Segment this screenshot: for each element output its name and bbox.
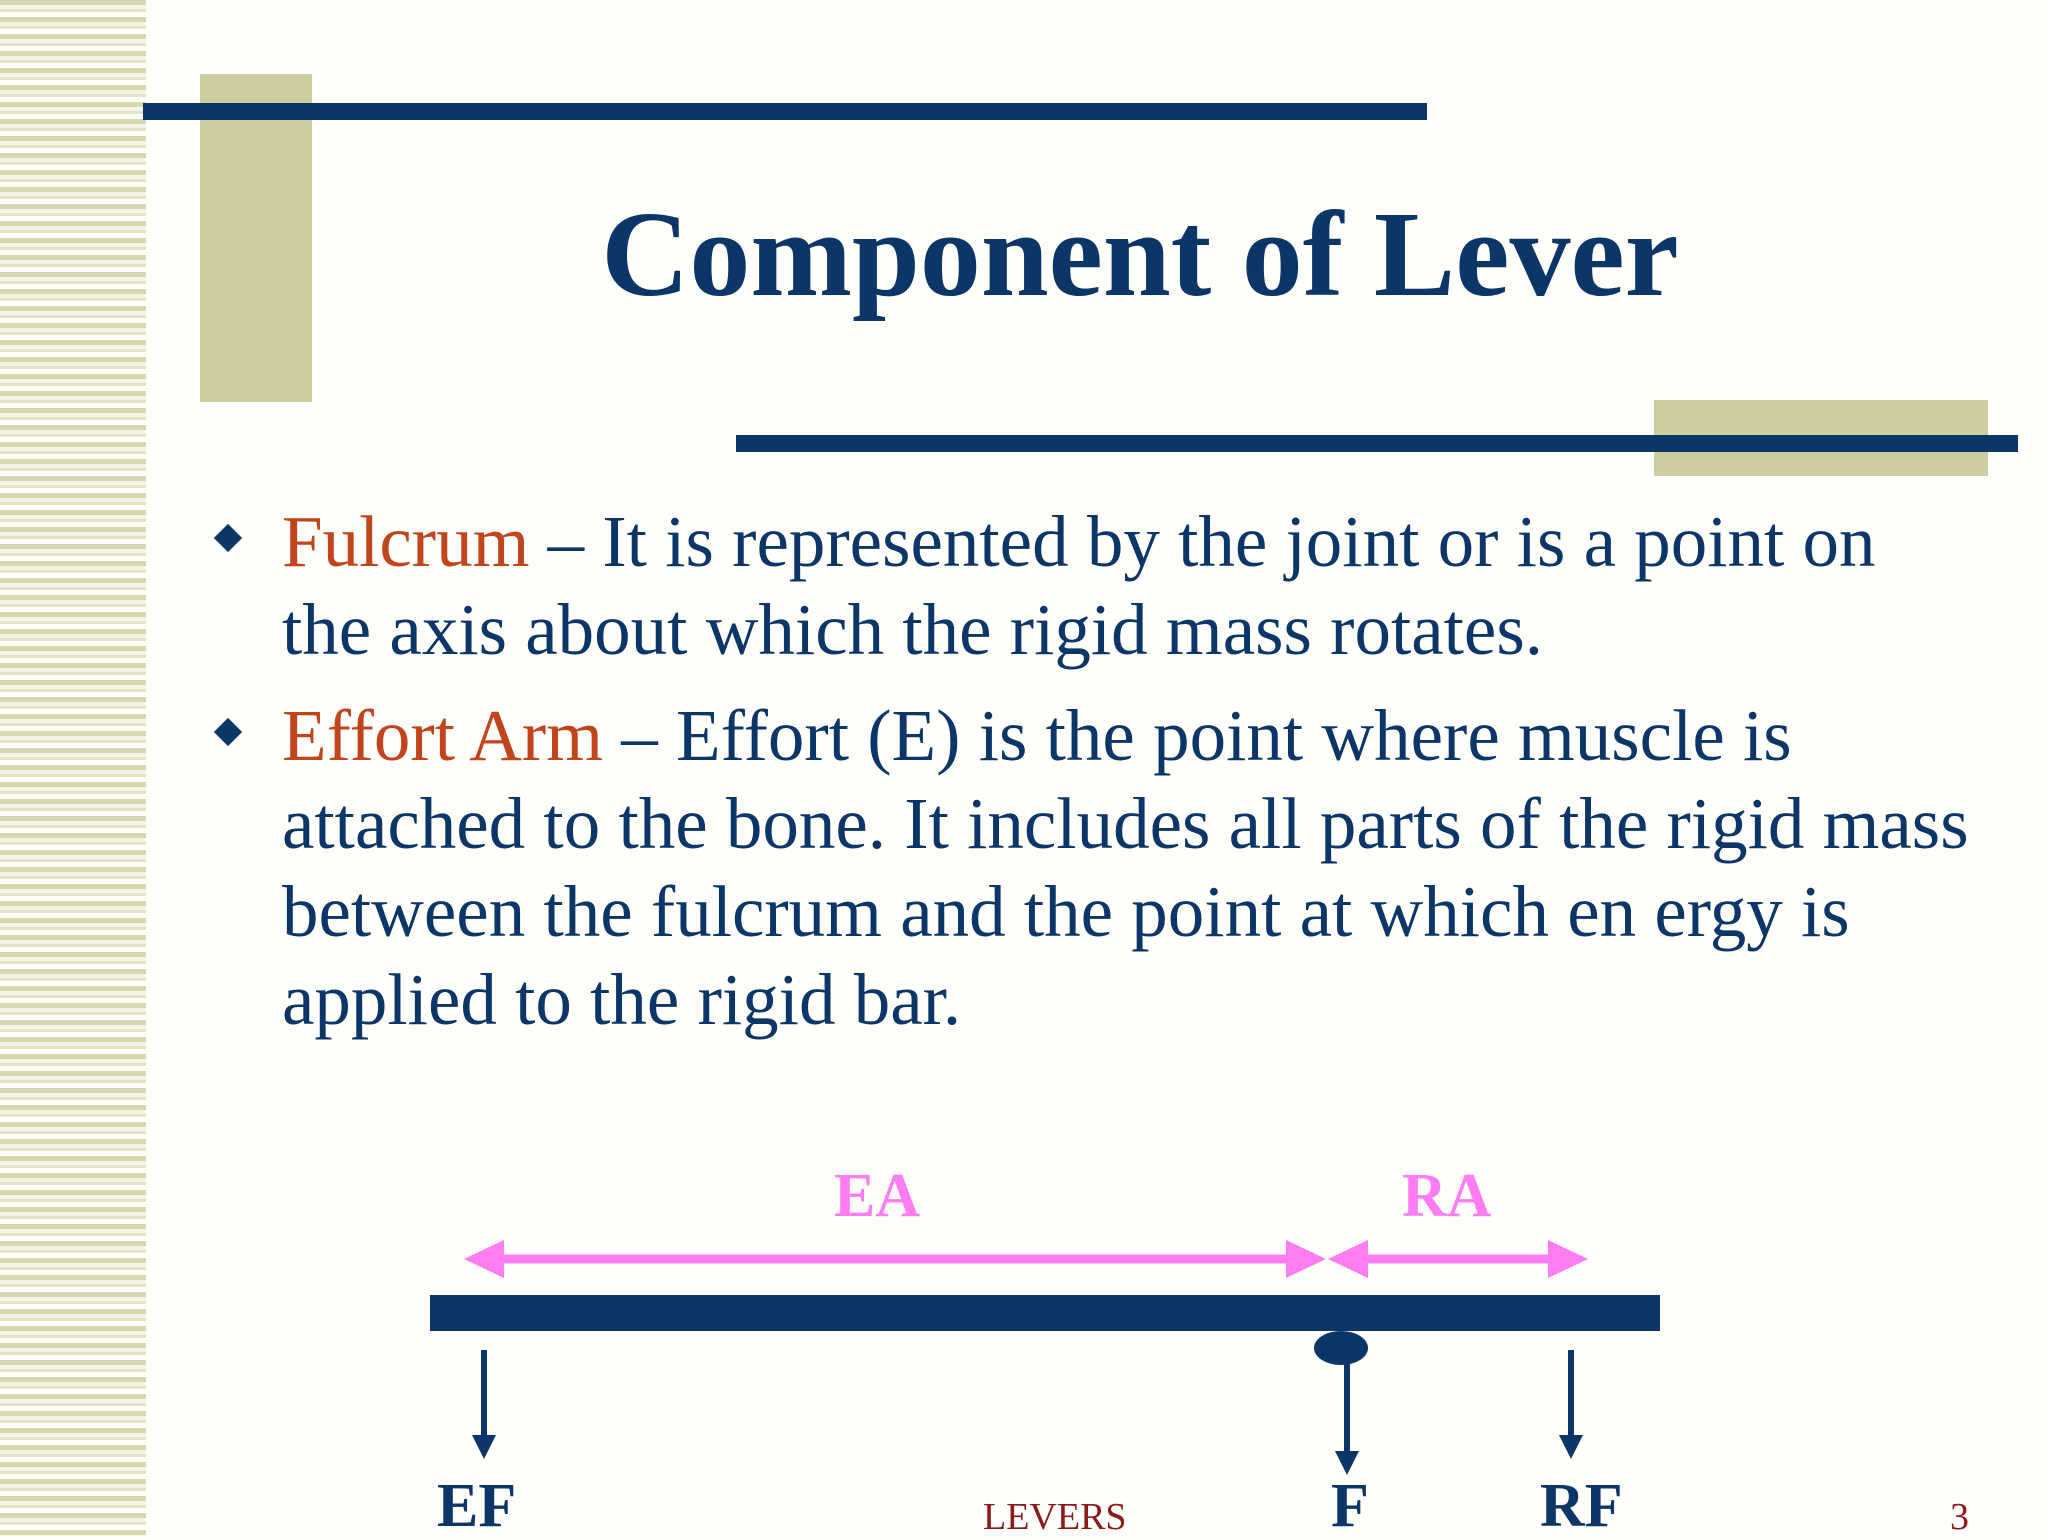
bullet-list: Fulcrum – It is represented by the joint… (200, 498, 1980, 1062)
effort-arm-label: EA (834, 1162, 921, 1230)
resistance-arm-double-arrow (1328, 1240, 1588, 1278)
navy-rule-top (143, 103, 1427, 120)
effort-arm-double-arrow (464, 1240, 1326, 1278)
bullet-text: – It is represented by the joint or is a… (282, 501, 1876, 670)
bullet-fulcrum: Fulcrum – It is represented by the joint… (200, 498, 1980, 674)
slide-title: Component of Lever (601, 187, 1679, 322)
left-stripe-decoration (0, 0, 146, 1536)
bullet-term: Effort Arm (282, 695, 604, 776)
footer-label: LEVERS (983, 1496, 1127, 1538)
resistance-force-label: RF (1540, 1472, 1623, 1540)
bullet-term: Fulcrum (282, 501, 530, 582)
bullet-effort-arm: Effort Arm – Effort (E) is the point whe… (200, 692, 1980, 1044)
fulcrum-label: F (1331, 1472, 1369, 1540)
lever-bar (430, 1295, 1660, 1331)
resistance-arm-label: RA (1402, 1162, 1492, 1230)
olive-block-top-left (200, 74, 312, 402)
page-number: 3 (1950, 1496, 1969, 1538)
navy-rule-middle (736, 435, 2018, 452)
bullet-text: – Effort (E) is the point where muscle i… (282, 695, 1969, 1040)
fulcrum-pivot (1314, 1331, 1368, 1365)
effort-force-label: EF (437, 1472, 517, 1540)
